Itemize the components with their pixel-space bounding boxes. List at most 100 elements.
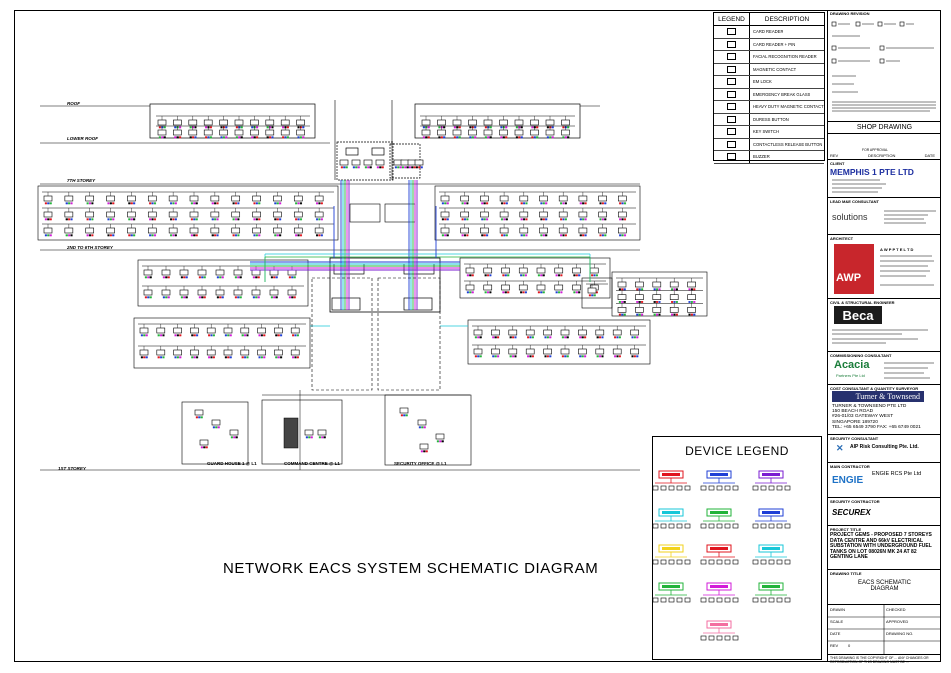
door-controller-box xyxy=(558,195,568,202)
device-icon xyxy=(512,336,515,339)
device-icon xyxy=(469,274,472,277)
device-icon xyxy=(700,597,707,603)
device-icon xyxy=(621,301,624,303)
device-icon xyxy=(209,126,212,129)
device-icon xyxy=(549,136,552,139)
door-controller-box xyxy=(545,119,555,126)
device-icon xyxy=(542,274,545,277)
legend-row: EMERGENCY BREAK GLASS xyxy=(714,88,824,101)
device-icon xyxy=(542,234,545,237)
device-icon xyxy=(143,356,146,359)
architect-address xyxy=(880,255,934,286)
device-icon xyxy=(579,336,582,339)
door-controller-box xyxy=(421,119,431,126)
device-icon xyxy=(520,126,523,129)
device-icon xyxy=(581,355,584,358)
door-controller-box xyxy=(508,329,518,336)
commissioning-address xyxy=(884,362,934,379)
legend-description: CONTACTLESS RELEASE BUTTON xyxy=(753,141,823,147)
device-icon xyxy=(515,136,518,139)
device-icon xyxy=(768,559,775,565)
device-icon xyxy=(299,218,303,221)
device-icon xyxy=(145,334,148,337)
device-icon xyxy=(676,523,683,529)
device-icon xyxy=(160,356,163,359)
door-controller-box xyxy=(617,294,627,300)
door-controller-box xyxy=(265,119,275,126)
device-icon xyxy=(133,202,136,205)
device-icon xyxy=(520,234,523,237)
device-icon xyxy=(505,136,508,139)
device-icon xyxy=(133,218,136,221)
device-icon xyxy=(492,355,495,358)
device-icon xyxy=(320,218,323,221)
device-icon xyxy=(425,126,428,129)
door-controller-box xyxy=(468,129,477,136)
device-icon xyxy=(293,276,296,279)
device-icon xyxy=(233,436,236,439)
device-icon xyxy=(258,202,261,205)
device-icon xyxy=(520,218,523,221)
riser-box-7th-right xyxy=(384,203,416,223)
device-icon xyxy=(65,202,68,205)
device-icon xyxy=(221,296,224,299)
core-switch-right xyxy=(403,263,435,275)
device-icon xyxy=(502,136,505,139)
device-icon xyxy=(595,274,598,277)
device-icon xyxy=(561,336,564,339)
device-icon xyxy=(483,234,486,237)
device-icon xyxy=(355,166,358,169)
door-controller-box xyxy=(630,348,639,355)
device-icon xyxy=(203,276,206,279)
device-icon xyxy=(415,166,418,169)
device-icon xyxy=(633,355,636,358)
device-icon xyxy=(252,276,255,279)
device-icon xyxy=(274,218,277,221)
device-icon xyxy=(668,597,675,603)
door-controller-box xyxy=(210,227,220,234)
device-icon xyxy=(207,136,210,139)
device-icon xyxy=(558,291,561,294)
device-icon xyxy=(275,334,278,337)
device-icon xyxy=(179,356,182,359)
device-icon xyxy=(394,166,397,169)
device-legend-symbol xyxy=(700,620,739,641)
device-icon xyxy=(618,313,621,316)
device-icon xyxy=(252,296,255,299)
main-drawing-title: NETWORK EACS SYSTEM SCHEMATIC DIAGRAM xyxy=(223,560,599,577)
device-icon xyxy=(49,202,52,205)
drawing-title-label: DRAWING TITLE xyxy=(830,571,862,576)
device-icon xyxy=(133,234,136,237)
architect-logo-block: AWP xyxy=(834,244,874,294)
device-icon xyxy=(708,559,715,565)
device-icon xyxy=(438,136,441,139)
device-icon xyxy=(68,218,71,221)
device-icon xyxy=(551,136,554,139)
device-icon xyxy=(88,202,92,205)
device-icon xyxy=(653,313,656,316)
door-controller-box xyxy=(612,348,622,355)
device-icon xyxy=(169,218,173,221)
device-icon xyxy=(203,446,206,449)
device-icon xyxy=(529,336,532,339)
main-contractor-label: MAIN CONTRACTOR xyxy=(830,464,870,469)
device-icon xyxy=(195,416,198,419)
device-icon xyxy=(604,218,607,221)
device-icon xyxy=(500,136,503,139)
device-icon xyxy=(591,294,594,297)
device-icon xyxy=(193,202,196,205)
device-icon xyxy=(484,274,487,277)
device-icon xyxy=(784,559,791,565)
device-icon xyxy=(560,218,563,221)
device-icon xyxy=(724,597,731,603)
device-icon xyxy=(540,274,543,277)
door-controller-box xyxy=(539,195,548,202)
device-icon xyxy=(760,597,767,603)
device-icon xyxy=(708,485,715,491)
device-icon xyxy=(497,336,500,339)
device-icon xyxy=(292,334,295,337)
device-icon xyxy=(251,126,254,129)
device-icon xyxy=(180,276,183,279)
door-controller-box xyxy=(483,267,493,274)
